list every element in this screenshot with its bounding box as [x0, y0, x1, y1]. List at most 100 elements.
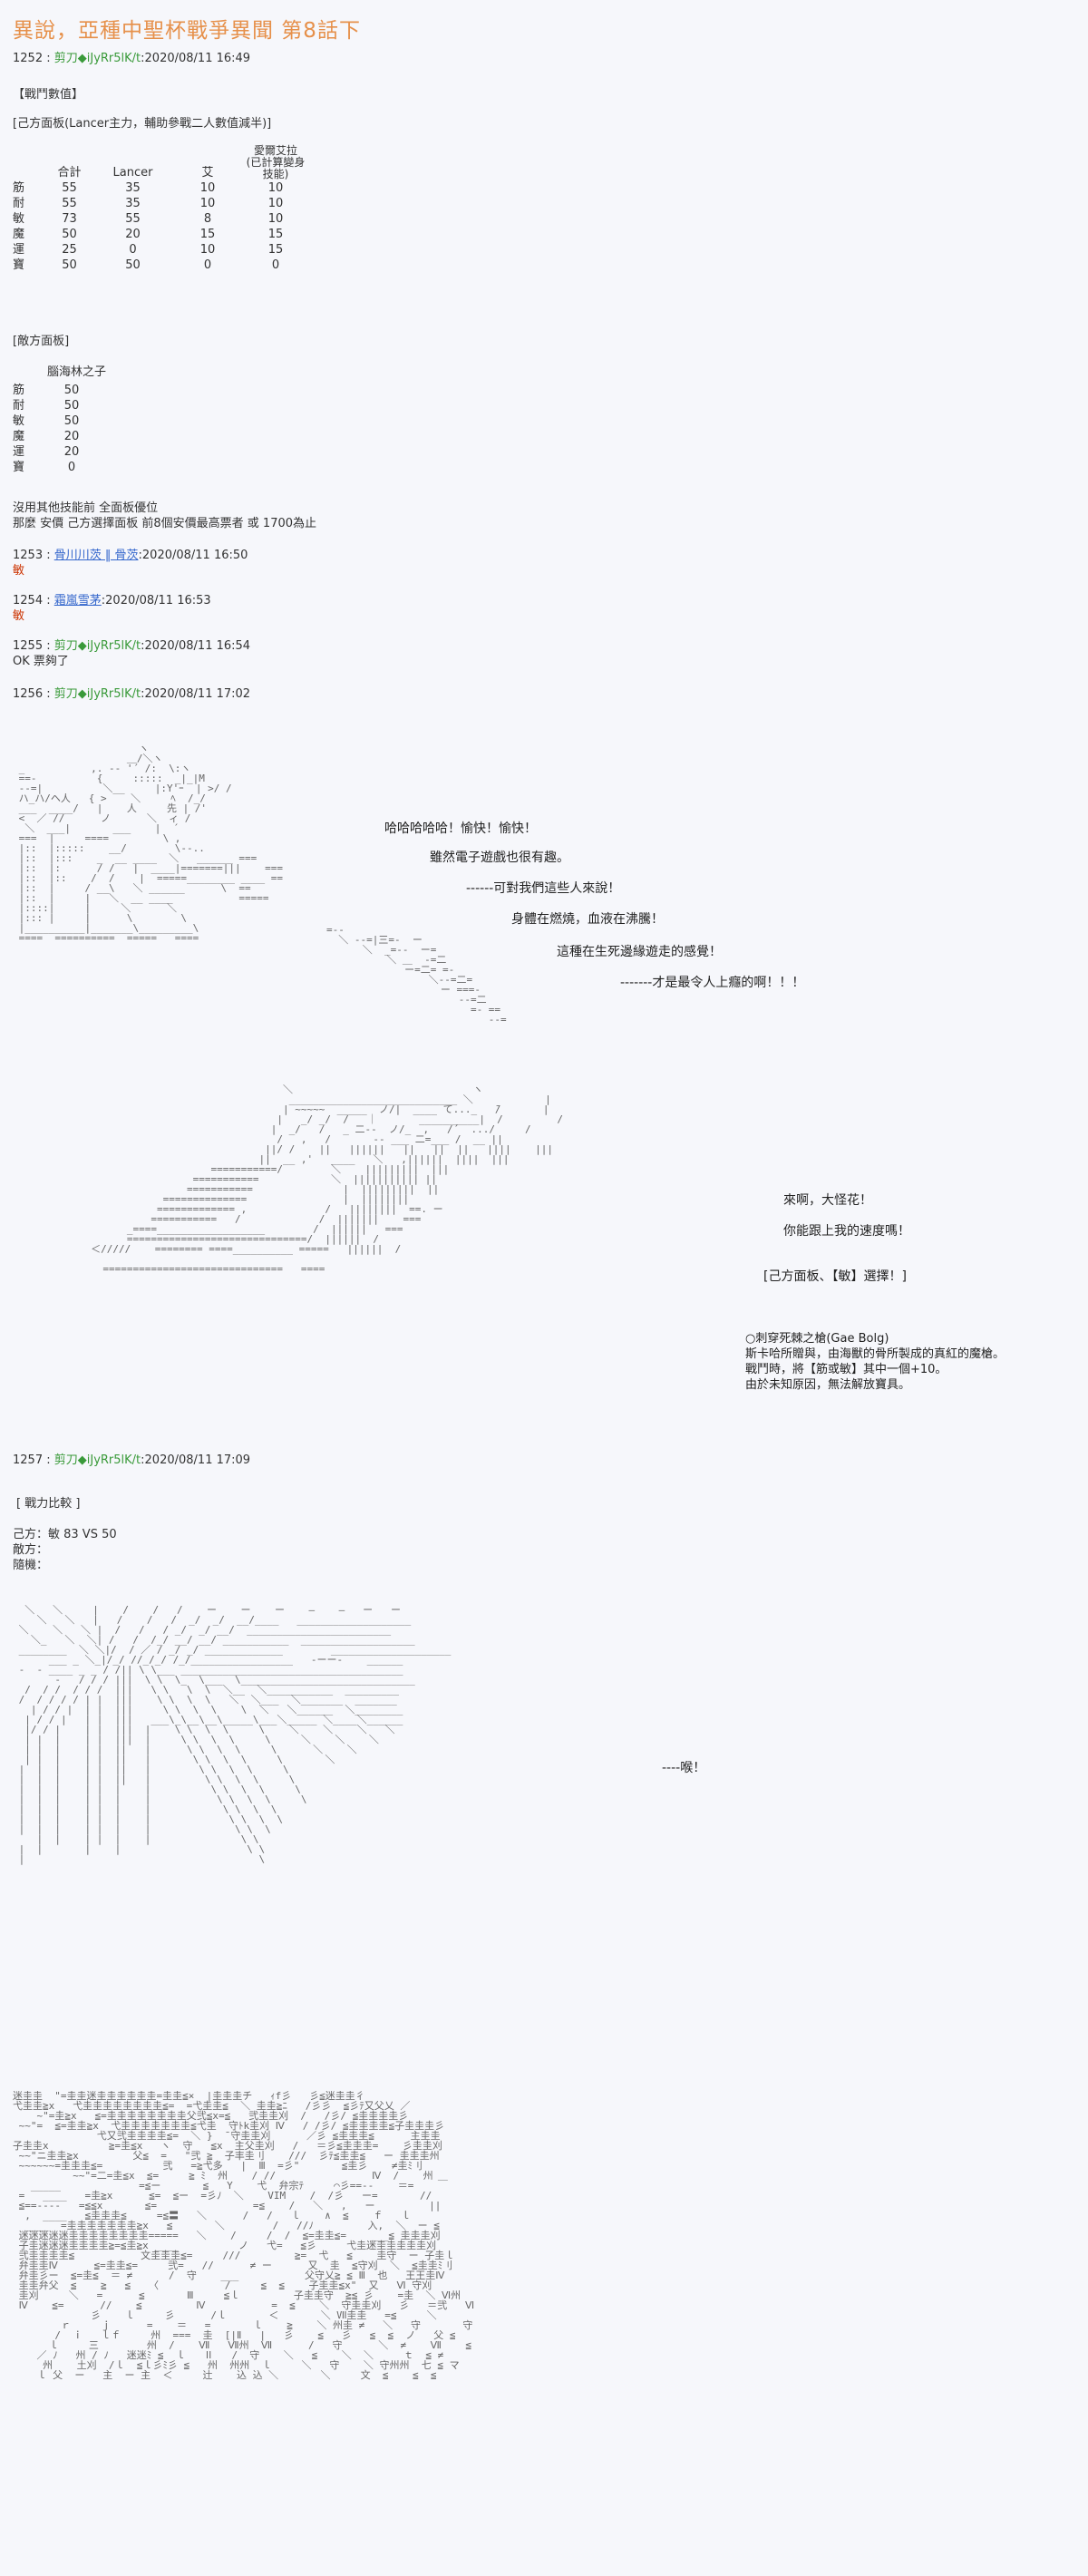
post-number: 1257 : — [13, 1453, 51, 1467]
weapon-line: 由於未知原因，無法解放寶具。 — [745, 1378, 911, 1392]
poster-name[interactable]: 剪刀◆iJyRr5lK/t — [53, 687, 141, 701]
stat-row: 筋 50 — [13, 383, 94, 398]
stat-key: 耐 — [13, 399, 25, 413]
stat-value: 20 — [125, 228, 141, 241]
post-number: 1252 : — [13, 52, 51, 65]
compare-line: 隨機： — [13, 1559, 49, 1572]
speech-line: 雖然電子遊戲也很有趣。 — [430, 851, 569, 865]
stat-value: 0 — [129, 243, 137, 257]
speech-line: 哈哈哈哈哈！愉快！愉快！ — [384, 821, 537, 836]
stat-value: 35 — [125, 197, 141, 210]
stat-key: 敏 — [13, 212, 25, 226]
speech-line: 你能跟上我的速度嗎！ — [783, 1224, 910, 1239]
stat-value: 10 — [267, 197, 284, 210]
ascii-art-speed-lines: =-- ＼ --=|三=- ー ＼ _=-- ー= ＼ ＿ -=二 ー=二= =… — [326, 925, 507, 1026]
post-body: OK 票夠了 — [13, 655, 69, 668]
post-time: :2020/08/11 17:02 — [141, 687, 251, 701]
col-header: Lancer — [112, 166, 153, 180]
stat-key: 筋 — [13, 181, 25, 195]
stat-value: 0 — [271, 258, 280, 272]
compare-line: 己方：敏 83 VS 50 — [13, 1528, 117, 1541]
col-header: 合計 — [57, 166, 82, 180]
col-header: 艾 — [201, 166, 214, 180]
stat-key: 運 — [13, 445, 25, 459]
stat-row: 耐 50 — [13, 398, 94, 413]
enemy-panel-label: [敵方面板] — [13, 335, 70, 348]
post-time: :2020/08/11 16:50 — [138, 549, 248, 562]
post-1255-header: 1255 : 剪刀◆iJyRr5lK/t:2020/08/11 16:54 — [13, 638, 250, 654]
stat-value: 10 — [267, 212, 284, 226]
post-1253-header: 1253 : 骨川川茨 ‖ 骨茨:2020/08/11 16:50 — [13, 548, 248, 563]
stat-value: 50 — [62, 258, 77, 272]
stat-value: 25 — [62, 243, 77, 257]
stat-value: 73 — [62, 212, 77, 226]
stat-value: 15 — [199, 228, 216, 241]
poster-name[interactable]: 骨川川茨 ‖ 骨茨 — [53, 549, 139, 562]
stat-key: 寶 — [13, 258, 25, 272]
stat-value: 55 — [62, 181, 77, 195]
stat-value: 35 — [125, 181, 141, 195]
post-1257-header: 1257 : 剪刀◆iJyRr5lK/t:2020/08/11 17:09 — [13, 1453, 250, 1468]
post-time: :2020/08/11 17:09 — [141, 1453, 251, 1467]
gasp-line: ----喉！ — [662, 1761, 706, 1775]
post-1252-header: 1252 : 剪刀◆iJyRr5lK/t:2020/08/11 16:49 — [13, 51, 250, 66]
stat-value: 15 — [267, 243, 284, 257]
stat-value: 50 — [63, 399, 80, 413]
ascii-art-impact-kanji: 迷圭圭 "=圭圭迷圭圭圭圭圭圭=圭圭≦× |圭圭圭チ ｨf彡 彡≦迷圭圭彳 弋圭… — [13, 2091, 475, 2381]
stat-value: 55 — [125, 212, 141, 226]
stat-value: 10 — [199, 181, 216, 195]
col-header: 愛爾艾拉 (已計算變身 技能) — [246, 144, 306, 180]
stat-value: 50 — [63, 414, 80, 428]
post-time: :2020/08/11 16:54 — [141, 639, 251, 653]
stat-value: 50 — [63, 384, 80, 397]
stat-row: 筋 55 35 10 10 — [13, 180, 312, 196]
post-1256-header: 1256 : 剪刀◆iJyRr5lK/t:2020/08/11 17:02 — [13, 686, 250, 702]
stat-row: 魔 20 — [13, 429, 94, 444]
weapon-line: 戰鬥時，將【筋或敏】其中一個+10。 — [745, 1363, 947, 1376]
enemy-name: 腦海林之子 — [47, 365, 107, 379]
poster-name[interactable]: 剪刀◆iJyRr5lK/t — [53, 639, 141, 653]
post-time: :2020/08/11 16:49 — [141, 52, 251, 65]
post-time: :2020/08/11 16:53 — [101, 594, 211, 608]
compare-label: [ 戰力比較 ] — [16, 1497, 81, 1511]
speech-line: 來啊，大怪花！ — [783, 1193, 872, 1208]
poster-name[interactable]: 剪刀◆iJyRr5lK/t — [53, 1453, 141, 1467]
ascii-art-lancer-leap: ヽ ＿/＼ヽ _ ,. -‐ '´ /: \:ヽ ==- { ::::: _|_… — [18, 744, 284, 944]
stat-value: 15 — [267, 228, 284, 241]
stat-value: 0 — [203, 258, 212, 272]
own-panel-label: [己方面板(Lancer主力，輔助參戰二人數值減半)] — [13, 117, 272, 131]
speech-line: 這種在生死邊緣遊走的感覺！ — [557, 945, 722, 959]
stat-value: 8 — [203, 212, 212, 226]
post-1254-header: 1254 : 霜嵐雪茅:2020/08/11 16:53 — [13, 593, 211, 608]
battle-values-label: 【戰鬥數值】 — [13, 88, 84, 102]
poster-name[interactable]: 霜嵐雪茅 — [53, 594, 102, 608]
stat-value: 10 — [199, 243, 216, 257]
choice-line: [己方面板、【敏】選擇！] — [763, 1269, 907, 1284]
stat-value: 20 — [63, 430, 80, 443]
stat-row: 敏 73 55 8 10 — [13, 211, 312, 227]
post-number: 1253 : — [13, 549, 51, 562]
page-title: 異說，亞種中聖杯戰爭異聞 第8話下 — [13, 19, 361, 43]
speech-line: ------可對我們這些人來說！ — [466, 881, 621, 896]
post-number: 1254 : — [13, 594, 51, 608]
stat-value: 50 — [62, 228, 77, 241]
speech-line: -------才是最令人上癮的啊！！！ — [620, 976, 805, 990]
speech-line: 身體在燃燒，血液在沸騰！ — [511, 912, 664, 927]
note-line: 沒用其他技能前 全面板優位 — [13, 501, 159, 515]
stat-key: 筋 — [13, 384, 25, 397]
post-number: 1255 : — [13, 639, 51, 653]
stat-value: 55 — [62, 197, 77, 210]
stat-key: 魔 — [13, 430, 25, 443]
ascii-art-spear-thrust: ＼ ヽ ____________________________ ＼ | | ~… — [91, 1084, 564, 1275]
poster-name[interactable]: 剪刀◆iJyRr5lK/t — [53, 52, 141, 65]
stat-key: 寶 — [13, 461, 25, 474]
stat-value: 10 — [267, 181, 284, 195]
post-body: 敏 — [13, 609, 25, 623]
